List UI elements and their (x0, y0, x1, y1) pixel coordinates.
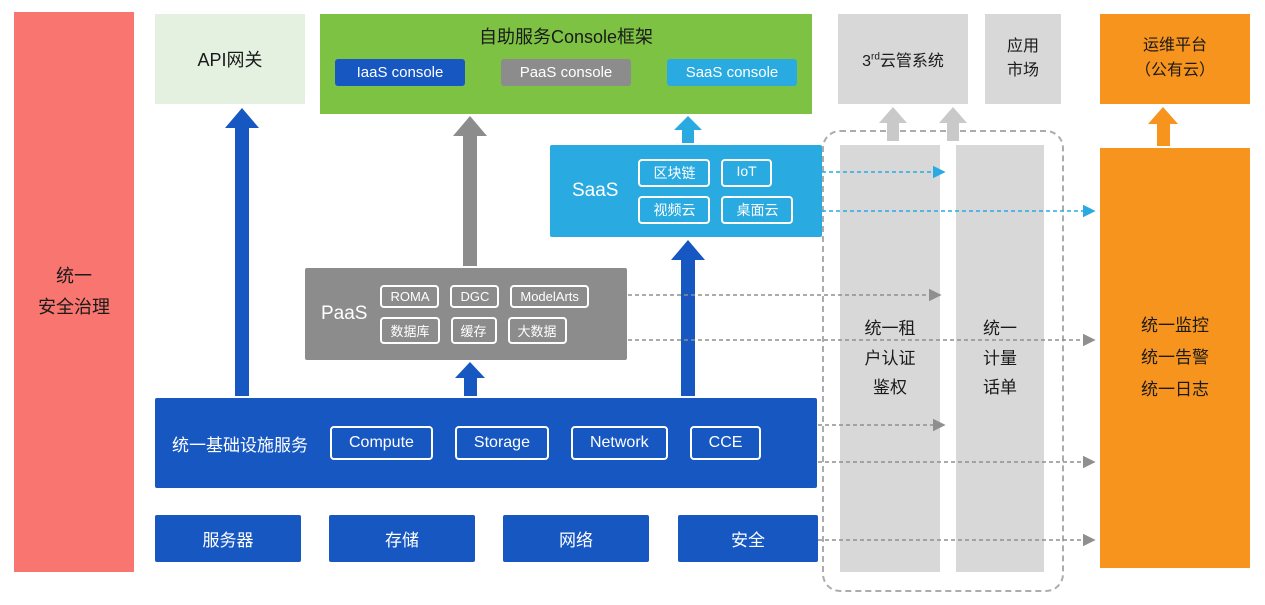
monitor-alarm-log-bar: 统一监控 统一告警 统一日志 (1100, 148, 1250, 568)
paas-block: PaaS ROMA DGC ModelArts 数据库 缓存 大数据 (305, 268, 627, 360)
console-row: IaaS console PaaS console SaaS console (320, 49, 812, 86)
third-party-cms-label: 3rd云管系统 (862, 51, 944, 70)
paas-item-roma: ROMA (380, 284, 440, 308)
saas-item-blockchain: 区块链 (638, 158, 711, 187)
saas-services: 区块链 IoT 视频云 桌面云 (638, 158, 794, 224)
iaas-item-storage: Storage (454, 426, 549, 460)
saas-label: SaaS (572, 180, 619, 201)
paas-item-modelarts: ModelArts (510, 284, 589, 308)
iaas-item-network: Network (570, 426, 668, 460)
up-arrow-iaas-to-api-gateway-icon (225, 108, 259, 396)
paas-services: ROMA DGC ModelArts 数据库 缓存 大数据 (380, 284, 589, 344)
hardware-storage-box: 存储 (329, 515, 475, 562)
up-arrow-paas-to-console-icon (453, 116, 487, 266)
api-gateway-box: API网关 (155, 14, 305, 104)
up-arrow-iaas-to-paas-icon (455, 362, 485, 396)
console-framework-box: 自助服务Console框架 IaaS console PaaS console … (320, 14, 812, 114)
hardware-network-box: 网络 (503, 515, 649, 562)
tenant-auth-bar: 统一租 户认证 鉴权 (840, 145, 940, 572)
paas-item-bigdata: 大数据 (507, 316, 567, 344)
third-party-cms-box: 3rd云管系统 (838, 14, 968, 104)
up-arrow-saas-to-console-icon (674, 116, 702, 143)
metering-billing-bar: 统一 计量 话单 (956, 145, 1044, 572)
iaas-block: 统一基础设施服务 Compute Storage Network CCE (155, 398, 817, 488)
console-framework-title: 自助服务Console框架 (478, 27, 654, 47)
app-market-box: 应用 市场 (985, 14, 1061, 104)
up-arrow-iaas-to-saas-icon (671, 240, 705, 396)
saas-item-video-cloud: 视频云 (638, 195, 711, 224)
saas-block: SaaS 区块链 IoT 视频云 桌面云 (550, 145, 822, 237)
saas-item-desktop-cloud: 桌面云 (721, 195, 794, 224)
paas-item-dgc: DGC (450, 284, 500, 308)
iaas-item-cce: CCE (689, 426, 762, 460)
paas-item-cache: 缓存 (450, 316, 497, 344)
hardware-security-box: 安全 (678, 515, 818, 562)
iaas-item-compute: Compute (330, 426, 433, 460)
iaas-label: 统一基础设施服务 (172, 435, 308, 455)
paas-item-database: 数据库 (380, 316, 440, 344)
paas-label: PaaS (321, 303, 368, 324)
hardware-server-box: 服务器 (155, 515, 301, 562)
up-arrow-monitor-to-om-platform-icon (1148, 107, 1178, 146)
iaas-console-chip: IaaS console (335, 59, 465, 86)
paas-console-chip: PaaS console (501, 59, 631, 86)
om-platform-box: 运维平台 （公有云） (1100, 14, 1250, 104)
security-governance-bar: 统一 安全治理 (14, 12, 134, 572)
om-platform-line2: （公有云） (1134, 62, 1215, 79)
saas-console-chip: SaaS console (667, 59, 797, 86)
om-platform-line1: 运维平台 (1142, 37, 1207, 55)
saas-item-iot: IoT (721, 158, 772, 187)
